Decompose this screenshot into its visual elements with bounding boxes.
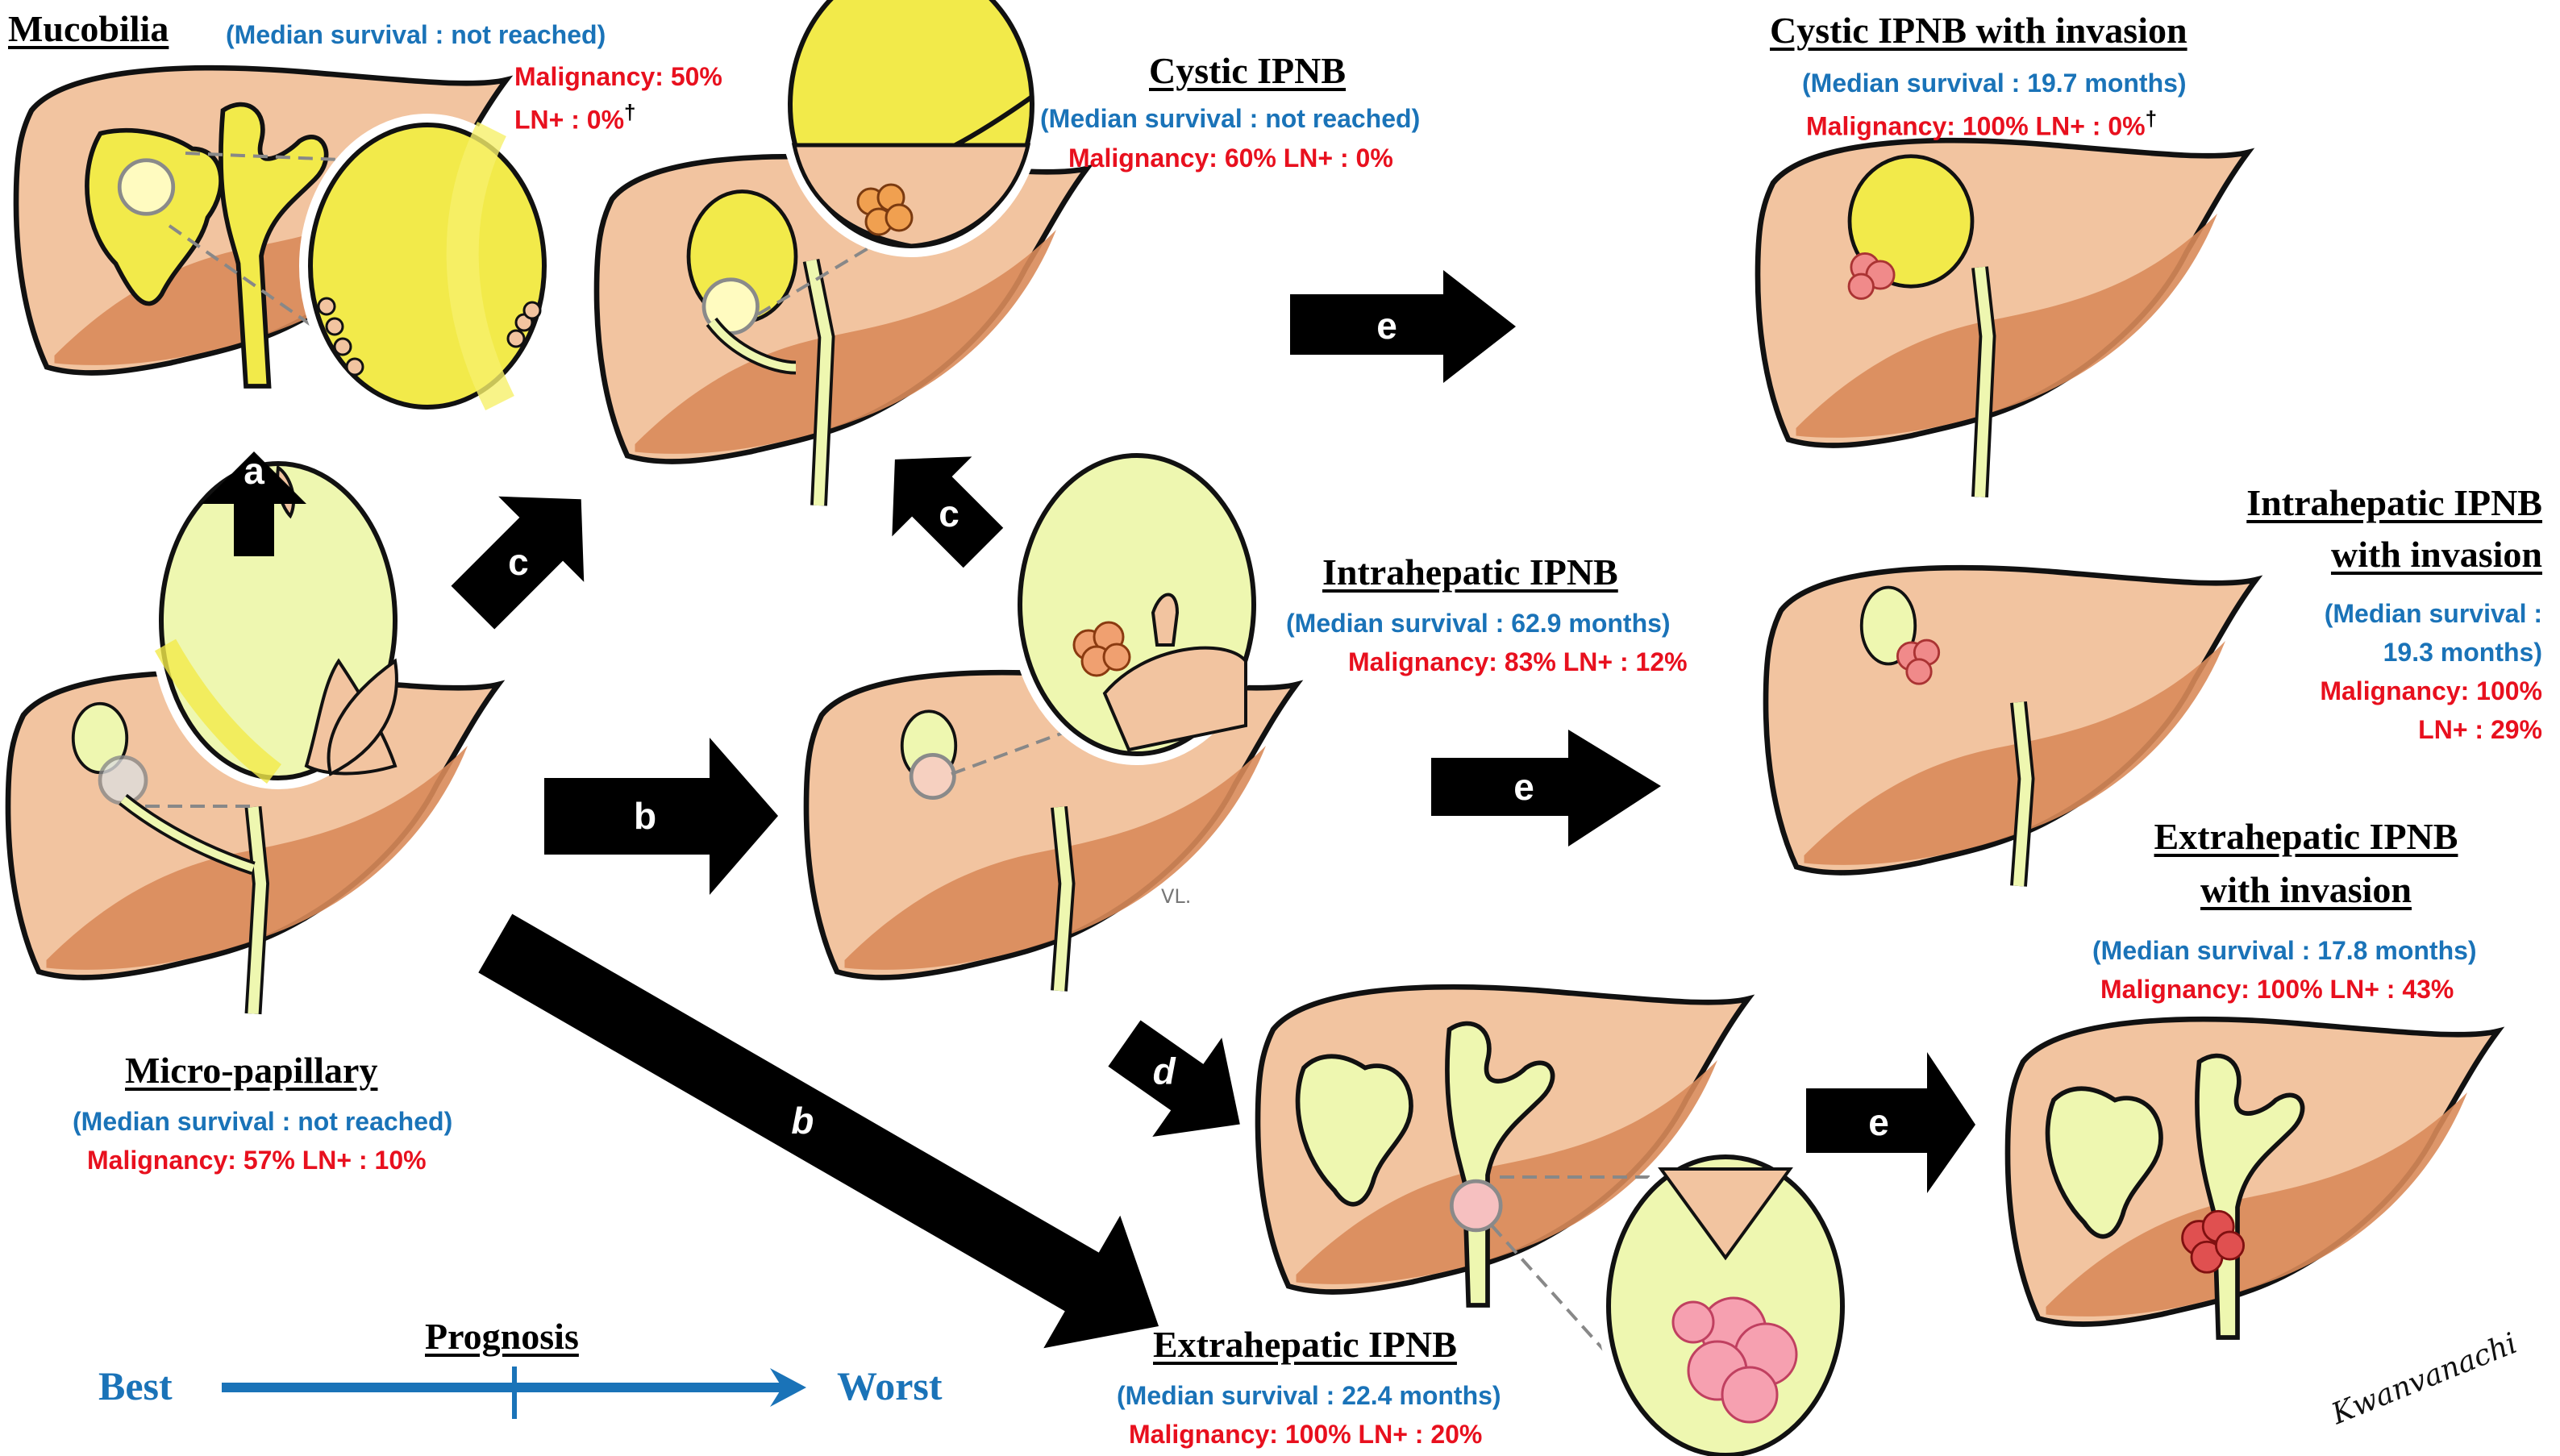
intrahepatic-invasion-title-line1: Intrahepatic IPNB: [2246, 482, 2542, 523]
intrahepatic-liver-illustration: [806, 672, 1297, 992]
arrow-e-bottom-label: e: [1868, 1101, 1889, 1143]
extrahepatic-invasion-title-line2: with invasion: [2200, 869, 2412, 910]
cystic-survival: (Median survival : not reached): [1040, 104, 1421, 133]
arrow-c-right-label: c: [939, 493, 959, 535]
cystic-title: Cystic IPNB: [1149, 50, 1347, 91]
arrow-e-middle-label: e: [1513, 766, 1534, 808]
intrahepatic-invasion-survival-line2: 19.3 months): [2383, 638, 2542, 667]
arrow-e-top-label: e: [1376, 305, 1397, 347]
extrahepatic-survival: (Median survival : 22.4 months): [1117, 1381, 1501, 1410]
extrahepatic-title: Extrahepatic IPNB: [1153, 1324, 1457, 1365]
cystic-invasion-survival: (Median survival : 19.7 months): [1802, 69, 2187, 98]
arrow-b-horizontal: b: [544, 738, 778, 895]
arrow-b-horizontal-label: b: [634, 795, 656, 837]
cystic-invasion-footnote-mark: †: [2145, 106, 2158, 131]
arrow-a: a: [202, 450, 306, 556]
extrahepatic-invasion-malignancy: Malignancy: 100% LN+ : 43%: [2100, 975, 2454, 1004]
arrow-a-label: a: [244, 450, 264, 492]
micropapillary-malignancy: Malignancy: 57% LN+ : 10%: [87, 1146, 427, 1175]
arrow-e-top: e: [1290, 270, 1516, 383]
intrahepatic-survival: (Median survival : 62.9 months): [1286, 609, 1671, 638]
micropapillary-liver-illustration: [8, 672, 498, 1015]
intrahepatic-zoom-circle: [951, 444, 1265, 776]
arrow-b-diagonal: b: [478, 913, 1159, 1349]
cystic-zoom-circle: [756, 0, 1043, 316]
intrahepatic-invasion-survival-line1: (Median survival :: [2324, 599, 2542, 628]
arrow-d-label: d: [1153, 1050, 1176, 1092]
intrahepatic-malignancy: Malignancy: 83% LN+ : 12%: [1348, 647, 1688, 676]
prognosis-midpoint-tick: [512, 1367, 517, 1419]
arrow-c-left: c: [451, 496, 585, 630]
arrow-b-diagonal-label: b: [791, 1100, 814, 1142]
extrahepatic-liver-illustration: [1258, 987, 1748, 1308]
mucobilia-ln: LN+ : 0%†: [514, 98, 636, 138]
arrow-e-middle: e: [1431, 730, 1661, 847]
cystic-invasion-malignancy: Malignancy: 100% LN+ : 0%†: [1806, 105, 2157, 144]
prognosis-best-label: Best: [98, 1363, 173, 1408]
prognosis-axis: [222, 1383, 786, 1392]
micropapillary-title: Micro-papillary: [125, 1050, 378, 1091]
micropapillary-survival: (Median survival : not reached): [73, 1107, 453, 1136]
intrahepatic-invasion-liver-illustration: [1766, 568, 2256, 887]
mucobilia-title: Mucobilia: [8, 8, 169, 49]
arrow-c-left-label: c: [508, 541, 529, 583]
prognosis-arrowhead: [770, 1368, 806, 1407]
mucobilia-liver-illustration: [16, 68, 506, 389]
cystic-invasion-title: Cystic IPNB with invasion: [1770, 10, 2187, 51]
mucobilia-malignancy: Malignancy: 50%: [514, 62, 722, 91]
extrahepatic-zoom-circle: [1490, 1146, 1854, 1456]
extrahepatic-invasion-liver-illustration: [2008, 1019, 2498, 1340]
mucobilia-survival: (Median survival : not reached): [226, 20, 606, 49]
mucobilia-ln-value: LN+ : 0%: [514, 105, 625, 135]
artist-initials: VL.: [1161, 885, 1192, 908]
extrahepatic-invasion-title-line1: Extrahepatic IPNB: [2154, 816, 2458, 857]
cystic-malignancy: Malignancy: 60% LN+ : 0%: [1068, 144, 1393, 173]
intrahepatic-invasion-ln: LN+ : 29%: [2418, 715, 2542, 744]
prognosis-worst-label: Worst: [837, 1363, 943, 1408]
arrow-c-right: c: [892, 456, 1004, 568]
extrahepatic-invasion-survival: (Median survival : 17.8 months): [2092, 936, 2477, 965]
prognosis-title: Prognosis: [425, 1316, 579, 1357]
cystic-liver-illustration: [597, 156, 1087, 506]
arrow-d: d: [1108, 1020, 1240, 1138]
intrahepatic-invasion-title-line2: with invasion: [2330, 534, 2542, 575]
intrahepatic-invasion-malignancy: Malignancy: 100%: [2320, 676, 2542, 705]
extrahepatic-malignancy: Malignancy: 100% LN+ : 20%: [1129, 1420, 1483, 1449]
intrahepatic-title: Intrahepatic IPNB: [1322, 551, 1618, 593]
micropapillary-zoom-circle: [145, 452, 406, 808]
arrow-e-bottom: e: [1806, 1052, 1975, 1193]
mucobilia-zoom-circle: [168, 114, 556, 418]
prognosis-scale: [222, 1367, 806, 1419]
cystic-invasion-malignancy-value: Malignancy: 100% LN+ : 0%: [1806, 111, 2146, 141]
cystic-invasion-liver-illustration: [1758, 140, 2248, 497]
mucobilia-footnote-mark: †: [624, 100, 636, 124]
